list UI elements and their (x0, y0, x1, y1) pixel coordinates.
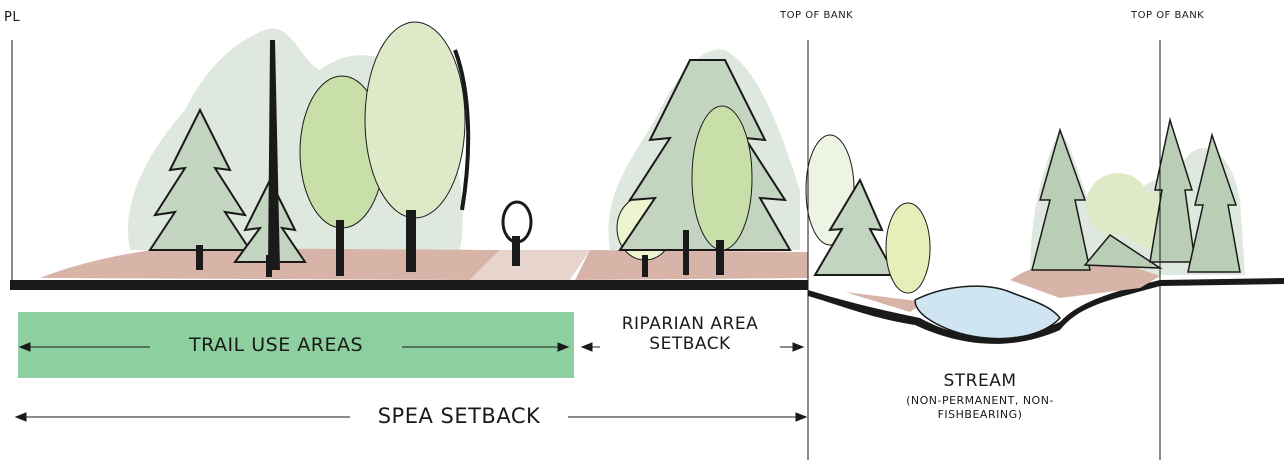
property-line-label: PL (4, 10, 20, 25)
trail-use-areas-label: Trail Use Areas (150, 334, 402, 356)
riparian-setback-label: Riparian Area Setback (600, 314, 780, 354)
top-of-bank-right-label: Top of Bank (1131, 10, 1187, 21)
top-of-bank-left-label: Top of Bank (780, 10, 836, 21)
stream-subtitle-label: (Non-Permanent, Non-Fishbearing) (885, 394, 1075, 422)
spea-setback-label: SPEA Setback (350, 404, 568, 428)
stream-title-label: Stream (905, 372, 1055, 390)
